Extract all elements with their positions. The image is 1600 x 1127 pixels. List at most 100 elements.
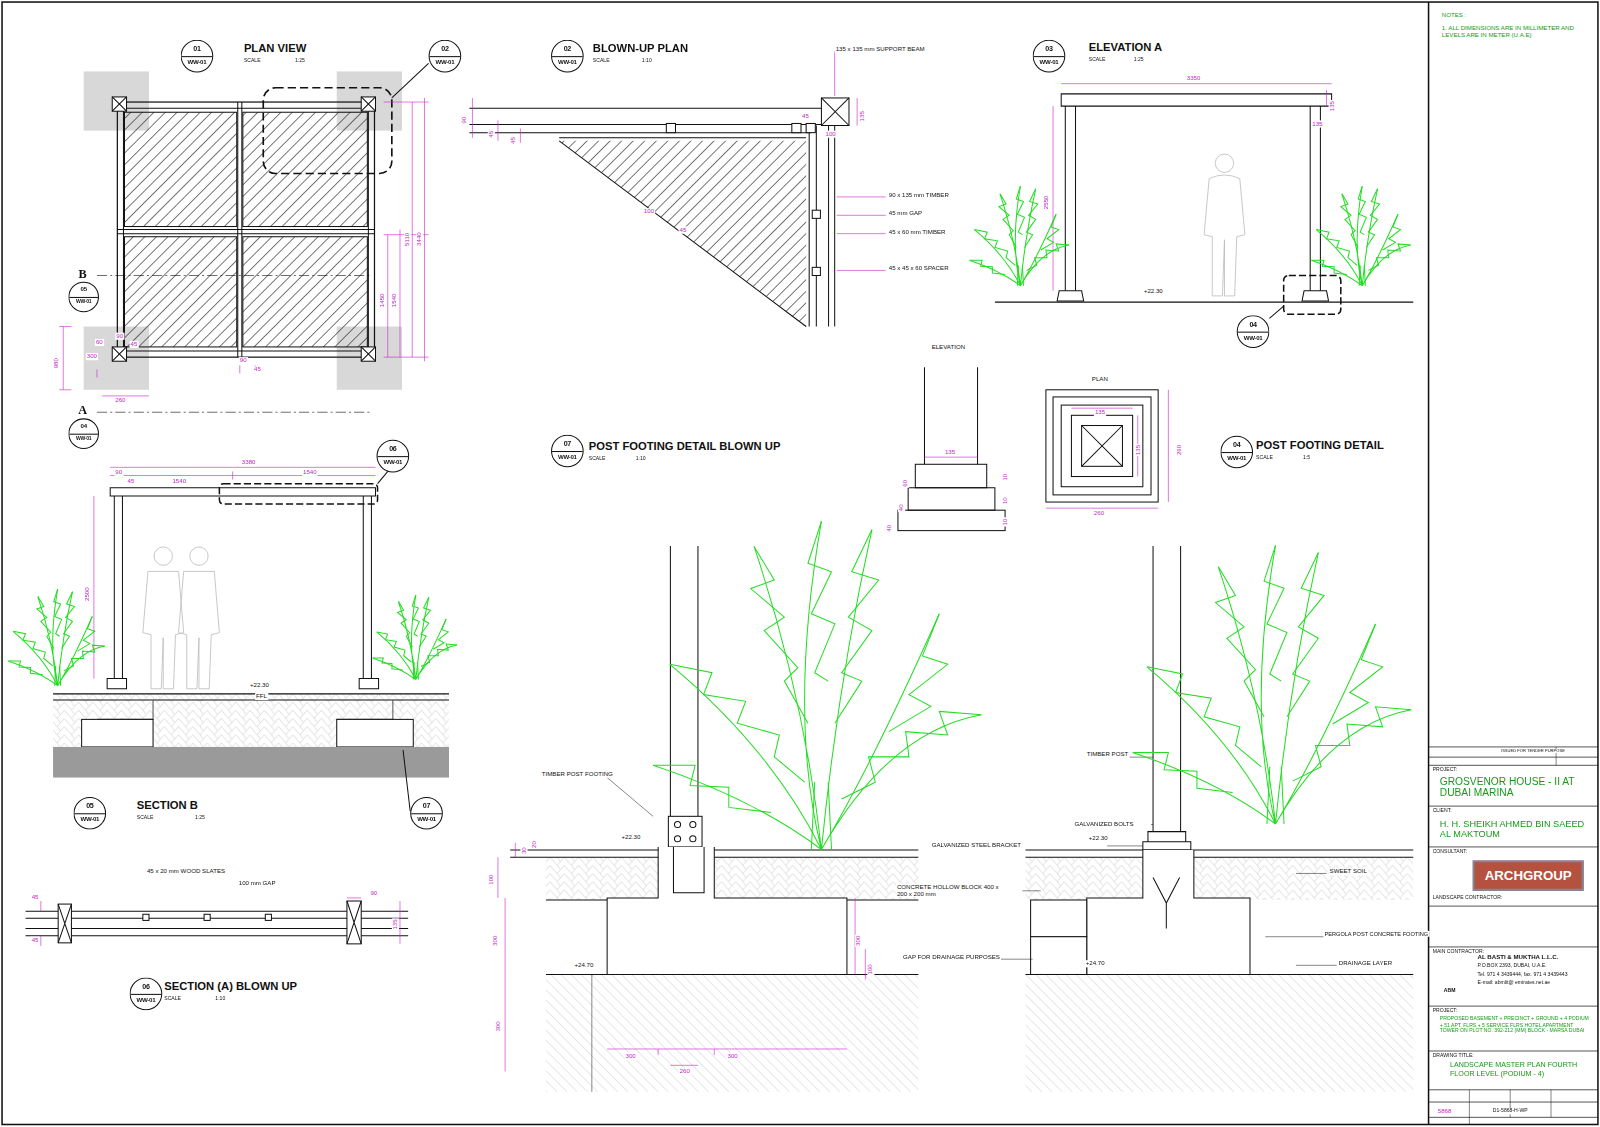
drawing-label: PROPOSED BASEMENT + PRECINCT + GROUND + … <box>1439 1016 1594 1033</box>
drawing-label: SCALE <box>243 58 262 64</box>
drawing-label: 60 <box>902 479 909 488</box>
detail-number: 04 <box>1221 441 1252 448</box>
drawing-label: 30 <box>520 846 527 855</box>
callout-bubble: 04WW-01 <box>1237 315 1270 348</box>
drawing-label: DRAWING TITLE: <box>1432 1053 1475 1059</box>
drawing-label: BLOWN-UP PLAN <box>592 42 689 54</box>
divider-line <box>378 456 409 457</box>
callout-bubble: 02WW-01 <box>551 40 584 73</box>
drawing-label: 90 <box>239 357 248 364</box>
drawing-label: 100 <box>824 131 836 138</box>
drawing-label: 135 <box>1329 100 1336 112</box>
detail-number: 05 <box>69 286 98 292</box>
drawing-label: 300 <box>86 353 98 360</box>
drawing-label: PROJECT: <box>1432 767 1459 773</box>
drawing-label: 1:25 <box>1133 57 1145 63</box>
drawing-label: 45 <box>510 136 517 145</box>
drawing-label: 260 <box>679 1068 691 1075</box>
divider-line <box>131 994 162 995</box>
drawing-label: SCALE <box>1255 455 1274 461</box>
drawing-label: LANDSCAPE CONTRACTOR: <box>1432 895 1504 901</box>
drawing-label: 45 <box>31 894 40 901</box>
sheet-number: WW-01 <box>430 59 461 65</box>
drawing-label: 45 <box>679 227 688 234</box>
detail-number: 06 <box>131 983 162 990</box>
drawing-label: +22.30 <box>1088 835 1109 842</box>
sheet-number: WW-01 <box>1221 455 1252 461</box>
drawing-label: 300 <box>492 935 499 947</box>
section-circle: 04WW-01 <box>68 418 99 449</box>
drawing-label: CLIENT: <box>1432 808 1453 814</box>
drawing-label: 90 <box>114 469 123 476</box>
section-letter: A <box>68 404 97 416</box>
drawing-label: ELEVATION A <box>1088 41 1163 53</box>
drawing-label: 1450 <box>379 292 386 308</box>
drawing-label: 5110 <box>404 232 411 247</box>
drawing-label: 100 <box>643 208 655 215</box>
drawing-label: 300 <box>727 1053 739 1060</box>
drawing-label: +22.30 <box>620 834 641 841</box>
detail-number: 04 <box>69 422 98 428</box>
drawing-label: 40 <box>886 524 893 533</box>
divider-line <box>430 56 461 57</box>
drawing-label: SCALE <box>1088 57 1107 63</box>
section-marker: B 05WW-01 <box>68 267 97 312</box>
drawing-label: 45 x 60 mm TIMBER <box>888 229 947 236</box>
drawing-label: 1540 <box>302 469 318 476</box>
drawing-label: 1:10 <box>641 58 653 64</box>
drawing-label: 90 <box>461 116 468 125</box>
callout-bubble: 04WW-01 <box>1220 436 1253 469</box>
drawing-label: SCALE <box>163 996 182 1002</box>
section-marker: A 04WW-01 <box>68 404 97 449</box>
drawing-label: 260 <box>1176 444 1183 456</box>
sheet-number: WW-01 <box>69 299 98 304</box>
callout-bubble: 05WW-01 <box>73 797 106 830</box>
drawing-label: 300 <box>855 935 862 947</box>
callout-bubble: 03WW-01 <box>1033 40 1066 73</box>
drawing-label: D1-5868-H-WP <box>1492 1108 1529 1114</box>
drawing-label: 45 <box>253 366 262 373</box>
drawing-label: 45 x 45 x 60 SPACER <box>888 265 950 272</box>
sheet-number: WW-01 <box>69 436 98 441</box>
divider-line <box>411 813 442 814</box>
drawing-label: H. H. SHEIKH AHMED BIN SAEED AL MAKTOUM <box>1439 819 1594 839</box>
drawing-label: 90 <box>115 333 124 340</box>
drawing-label: ISSUED FOR TENDER PURPOSE <box>1500 749 1566 753</box>
drawing-label: LANDSCAPE MASTER PLAN FOURTH FLOOR LEVEL… <box>1449 1061 1589 1077</box>
drawing-label: ABM <box>1443 988 1457 994</box>
drawing-label: TIMBER POST FOOTING <box>541 770 614 777</box>
divider-line <box>69 434 98 435</box>
drawing-label: SCALE <box>592 58 611 64</box>
sheet-number: WW-01 <box>1238 335 1269 341</box>
section-letter: B <box>68 267 97 279</box>
drawing-label: GALVANIZED STEEL BRACKET <box>931 842 1022 849</box>
callout-bubble: 06WW-01 <box>130 978 163 1011</box>
drawing-label: 45 <box>127 478 136 485</box>
divider-line <box>552 451 583 452</box>
drawing-label: 260 <box>1093 510 1105 517</box>
drawing-label: 135 <box>1311 120 1323 127</box>
drawing-label: 90 x 135 mm TIMBER <box>888 192 950 199</box>
drawing-label: 10 <box>1002 496 1009 505</box>
sheet-number: WW-01 <box>182 59 213 65</box>
drawing-label: NOTES : <box>1441 12 1468 19</box>
drawing-label: 100 <box>867 963 874 975</box>
drawing-label: 135 <box>1135 444 1142 456</box>
drawing-label: 10 <box>1002 473 1009 482</box>
drawing-label: CONCRETE HOLLOW BLOCK 400 x 200 x 200 mm <box>896 884 1000 897</box>
drawing-label: PROJECT: <box>1432 1008 1459 1014</box>
drawing-label: GALVANIZED BOLTS <box>1073 820 1134 827</box>
detail-number: 03 <box>1034 45 1065 52</box>
drawing-label: 45 <box>31 937 40 944</box>
drawing-label: DRAINAGE LAYER <box>1338 960 1393 967</box>
drawing-label: 135 <box>392 918 399 930</box>
drawing-label: 40 <box>898 503 905 512</box>
detail-number: 02 <box>430 45 461 52</box>
drawing-label: CONSULTANT: <box>1432 849 1469 855</box>
divider-line <box>1238 332 1269 333</box>
drawing-label: ELEVATION <box>931 344 967 351</box>
drawing-label: 135 <box>944 449 956 456</box>
sheet-number: WW-01 <box>131 997 162 1003</box>
drawing-label: 300 <box>624 1053 636 1060</box>
